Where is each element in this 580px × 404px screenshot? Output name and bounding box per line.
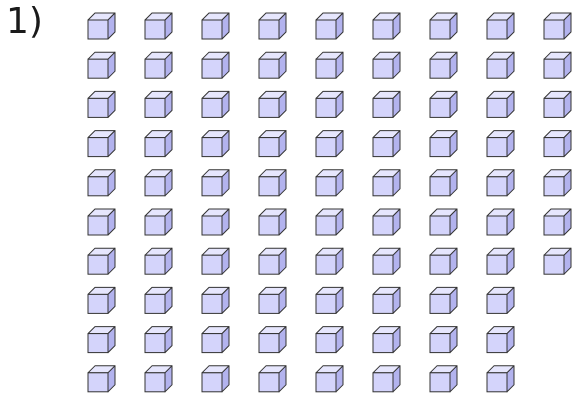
unit-cube bbox=[259, 170, 286, 196]
unit-cube bbox=[316, 52, 343, 78]
unit-cube bbox=[430, 287, 457, 313]
unit-cube bbox=[373, 287, 400, 313]
unit-cube bbox=[544, 209, 571, 235]
unit-cube bbox=[202, 327, 229, 353]
unit-cube bbox=[145, 170, 172, 196]
unit-cube bbox=[145, 131, 172, 157]
cube-column bbox=[430, 13, 457, 392]
unit-cube bbox=[487, 13, 514, 39]
unit-cube bbox=[88, 287, 115, 313]
cube-column bbox=[88, 13, 115, 392]
unit-cube bbox=[259, 209, 286, 235]
unit-cube bbox=[373, 248, 400, 274]
unit-cube bbox=[202, 209, 229, 235]
unit-cube bbox=[430, 327, 457, 353]
unit-cube bbox=[88, 248, 115, 274]
unit-cube bbox=[487, 131, 514, 157]
cube-column bbox=[373, 13, 400, 392]
cube-column bbox=[316, 13, 343, 392]
unit-cube bbox=[316, 366, 343, 392]
unit-cube bbox=[88, 170, 115, 196]
unit-cube bbox=[145, 13, 172, 39]
unit-cube bbox=[259, 52, 286, 78]
unit-cube bbox=[373, 131, 400, 157]
unit-cube bbox=[202, 366, 229, 392]
unit-cube bbox=[430, 248, 457, 274]
unit-cube bbox=[487, 209, 514, 235]
unit-cube bbox=[145, 287, 172, 313]
unit-cube bbox=[88, 209, 115, 235]
cube-column bbox=[544, 13, 571, 274]
unit-cube bbox=[430, 209, 457, 235]
cube-column bbox=[145, 13, 172, 392]
cube-column bbox=[202, 13, 229, 392]
unit-cube bbox=[145, 327, 172, 353]
unit-cube bbox=[430, 91, 457, 117]
unit-cube bbox=[88, 52, 115, 78]
unit-cube bbox=[316, 327, 343, 353]
unit-cube bbox=[487, 287, 514, 313]
unit-cube bbox=[202, 13, 229, 39]
unit-cube bbox=[373, 209, 400, 235]
unit-cube bbox=[430, 366, 457, 392]
unit-cube bbox=[316, 248, 343, 274]
unit-cube bbox=[544, 13, 571, 39]
unit-cube bbox=[259, 131, 286, 157]
unit-cube bbox=[202, 170, 229, 196]
unit-cube bbox=[544, 248, 571, 274]
unit-cube bbox=[202, 248, 229, 274]
unit-cube bbox=[316, 91, 343, 117]
unit-cube bbox=[316, 170, 343, 196]
unit-cube bbox=[88, 91, 115, 117]
unit-cube bbox=[145, 209, 172, 235]
unit-cube bbox=[544, 91, 571, 117]
unit-cube bbox=[316, 287, 343, 313]
unit-cube bbox=[316, 13, 343, 39]
unit-cube bbox=[259, 13, 286, 39]
unit-cube bbox=[373, 52, 400, 78]
unit-cube bbox=[373, 170, 400, 196]
unit-cube bbox=[430, 13, 457, 39]
unit-cube bbox=[202, 91, 229, 117]
unit-cube bbox=[259, 248, 286, 274]
unit-cube bbox=[88, 366, 115, 392]
unit-cube bbox=[259, 366, 286, 392]
unit-cube bbox=[430, 170, 457, 196]
unit-cube bbox=[316, 209, 343, 235]
unit-cube bbox=[259, 287, 286, 313]
unit-cube bbox=[544, 170, 571, 196]
unit-cube bbox=[145, 52, 172, 78]
unit-cube bbox=[88, 327, 115, 353]
unit-cube bbox=[544, 131, 571, 157]
unit-cube bbox=[487, 170, 514, 196]
unit-cube bbox=[373, 13, 400, 39]
unit-cube bbox=[145, 366, 172, 392]
unit-cube bbox=[430, 52, 457, 78]
unit-cube bbox=[487, 327, 514, 353]
unit-cube bbox=[145, 248, 172, 274]
unit-cube bbox=[202, 131, 229, 157]
unit-cube bbox=[88, 13, 115, 39]
unit-cube bbox=[202, 52, 229, 78]
unit-cube bbox=[145, 91, 172, 117]
unit-cube bbox=[259, 91, 286, 117]
unit-cube bbox=[373, 327, 400, 353]
unit-cube bbox=[487, 91, 514, 117]
cube-column bbox=[487, 13, 514, 392]
unit-cube bbox=[487, 52, 514, 78]
unit-cube bbox=[316, 131, 343, 157]
unit-cube bbox=[202, 287, 229, 313]
unit-cube bbox=[88, 131, 115, 157]
unit-cube bbox=[373, 366, 400, 392]
unit-cube bbox=[487, 366, 514, 392]
unit-cube bbox=[373, 91, 400, 117]
cube-column bbox=[259, 13, 286, 392]
unit-cube bbox=[544, 52, 571, 78]
unit-cube bbox=[259, 327, 286, 353]
unit-cube bbox=[430, 131, 457, 157]
unit-cube bbox=[487, 248, 514, 274]
